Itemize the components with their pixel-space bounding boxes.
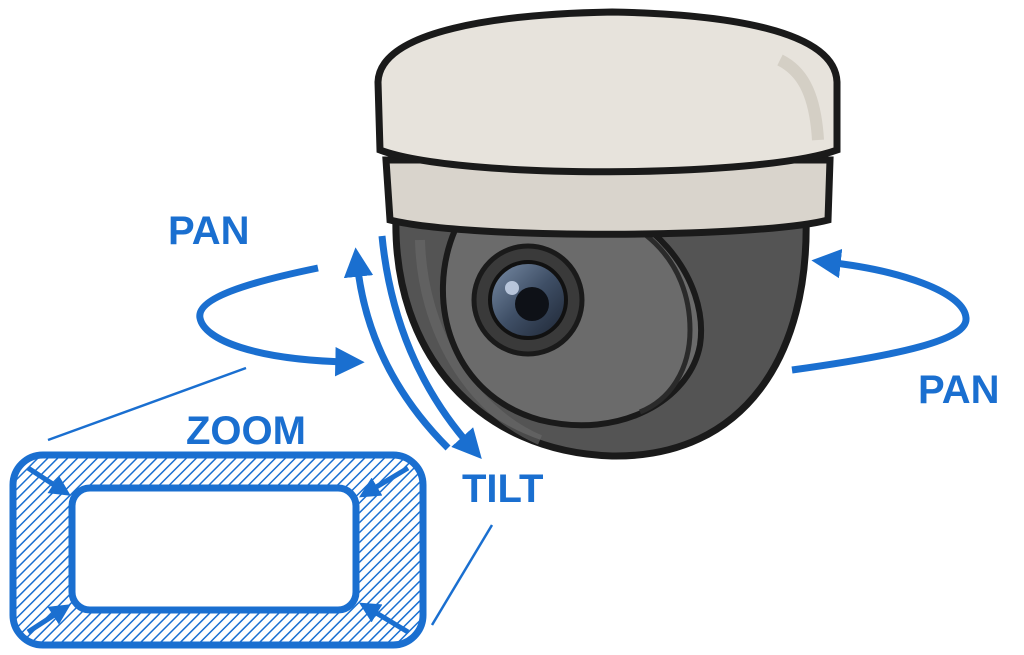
tilt-up-arrow bbox=[343, 247, 451, 451]
zoom-connector-bottom bbox=[430, 524, 494, 626]
pan-left-arrow bbox=[196, 264, 365, 377]
pan-left-label: PAN bbox=[168, 209, 249, 253]
dome-camera-icon bbox=[374, 8, 841, 460]
zoom-frame-icon bbox=[9, 451, 427, 649]
zoom-connector-top bbox=[47, 366, 247, 442]
tilt-label: TILT bbox=[462, 467, 543, 511]
zoom-label: ZOOM bbox=[186, 409, 306, 453]
tilt-down-arrow bbox=[378, 235, 482, 459]
camera-housing bbox=[374, 8, 841, 176]
pan-right-label: PAN bbox=[918, 368, 999, 412]
camera-housing-ring bbox=[382, 156, 834, 238]
pan-right-arrow bbox=[791, 248, 970, 374]
